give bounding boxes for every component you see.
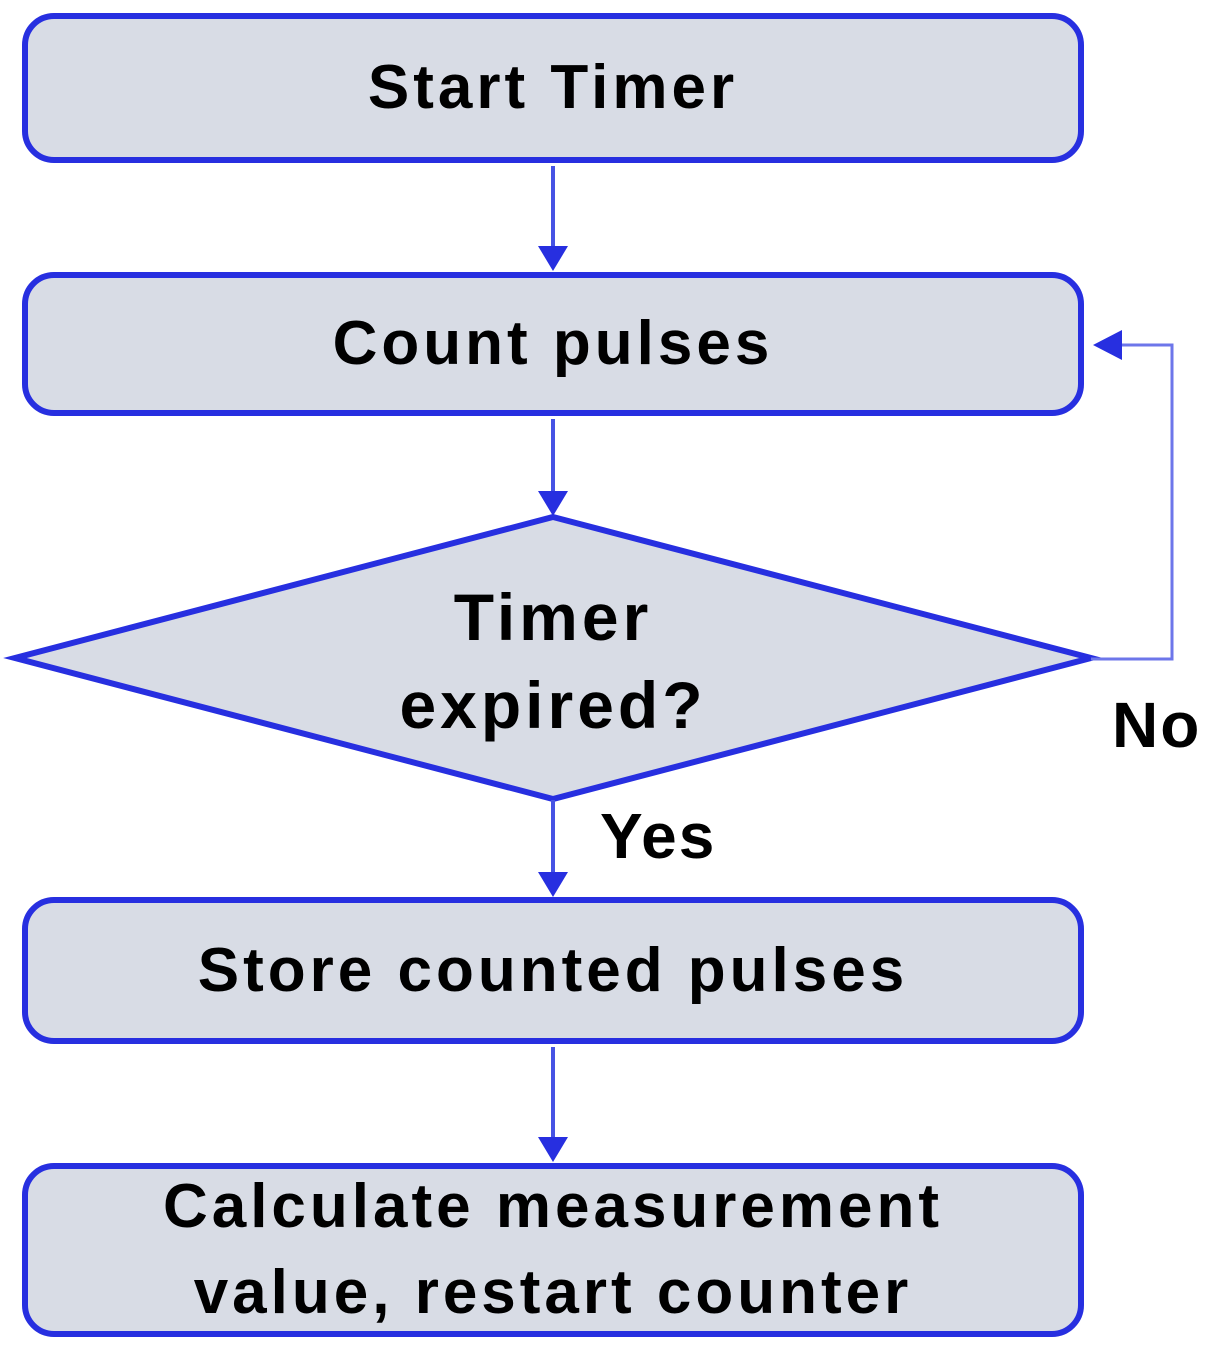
arrow-decision-to-store-head [538,872,568,897]
node-timer-expired-line2: expired? [399,668,707,742]
node-store-counted-pulses-label: Store counted pulses [197,935,909,1005]
arrow-count-to-decision-head [538,491,568,516]
node-calculate-measurement-line2: value, restart counter [193,1258,913,1327]
node-timer-expired-label: Timer expired? [0,573,1106,749]
feedback-no-head [1093,330,1122,360]
arrow-store-to-calc-head [538,1137,568,1162]
node-calculate-measurement: Calculate measurement value, restart cou… [22,1163,1084,1337]
edge-label-yes: Yes [600,800,717,872]
node-calculate-measurement-line1: Calculate measurement [162,1172,944,1241]
node-start-timer-label: Start Timer [367,53,739,122]
edge-label-no: No [1112,689,1202,761]
node-count-pulses-label: Count pulses [332,309,774,378]
arrow-start-to-count-head [538,246,568,271]
node-store-counted-pulses: Store counted pulses [22,897,1084,1044]
node-start-timer: Start Timer [22,13,1084,163]
node-timer-expired-line1: Timer [453,580,653,654]
node-count-pulses: Count pulses [22,272,1084,416]
